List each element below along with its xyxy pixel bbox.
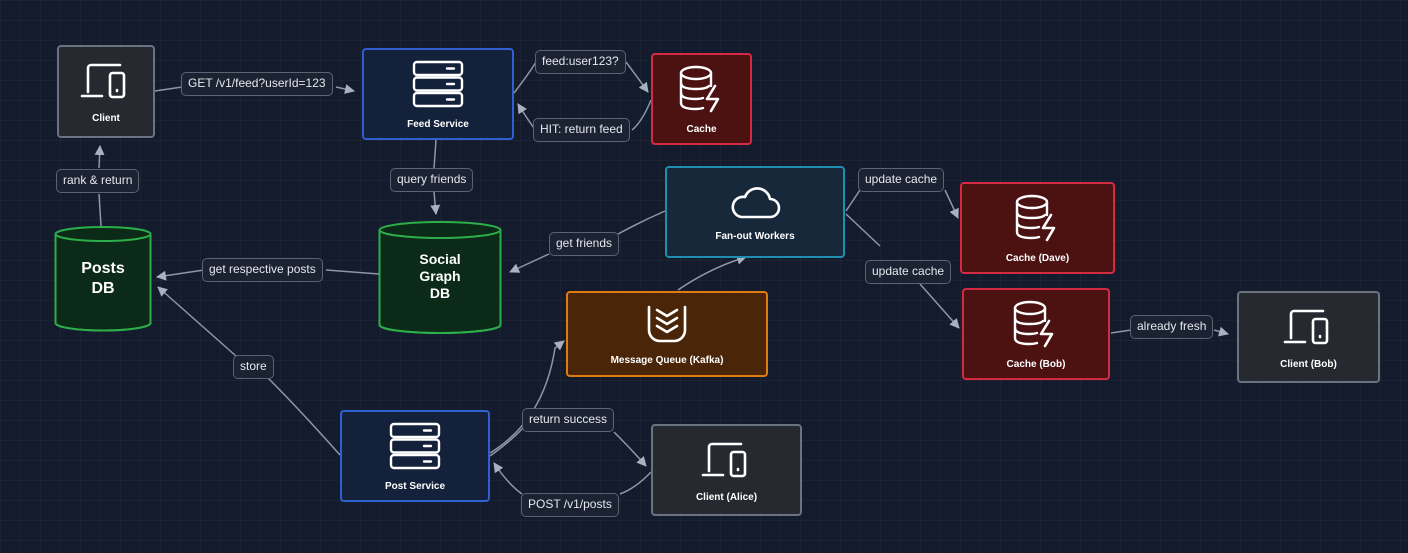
edge-label-update-cache-dave: update cache: [858, 168, 945, 192]
edge-label-return-success: return success: [522, 408, 615, 432]
database-cylinder-icon: [54, 226, 152, 332]
edge-label-hit-return: HIT: return feed: [533, 118, 630, 142]
cache-bob-label: Cache (Bob): [1006, 358, 1066, 370]
edge-label-post-posts: POST /v1/posts: [521, 493, 619, 517]
edge-get-feed: [154, 87, 354, 91]
social-graph-db-node[interactable]: Social Graph DB: [378, 221, 502, 335]
cloud-icon: [729, 183, 781, 226]
cache-dave-label: Cache (Dave): [1005, 252, 1070, 264]
posts-db-label: Posts DB: [81, 260, 125, 297]
client-alice-node[interactable]: Client (Alice): [651, 424, 802, 516]
posts-db-node[interactable]: Posts DB: [54, 226, 152, 332]
fanout-workers-node[interactable]: Fan-out Workers: [665, 166, 845, 258]
edge-update-dave: [845, 189, 958, 218]
edge-label-update-cache-bob: update cache: [865, 260, 952, 284]
edge-return-success: [489, 427, 646, 466]
feed-service-node[interactable]: Feed Service: [362, 48, 514, 140]
feed-service-label: Feed Service: [407, 118, 469, 130]
client-label: Client: [92, 113, 120, 124]
edge-update-bob: [845, 213, 959, 328]
social-graph-db-label: Social Graph DB: [419, 251, 461, 301]
post-service-node[interactable]: Post Service: [340, 410, 490, 502]
edge-get-friends: [510, 210, 666, 272]
client-alice-label: Client (Alice): [695, 491, 758, 503]
client-bob-label: Client (Bob): [1280, 358, 1337, 370]
edge-store: [158, 287, 341, 456]
client-node[interactable]: Client: [57, 45, 155, 138]
post-service-label: Post Service: [384, 480, 446, 492]
database-bolt-icon: [1014, 193, 1062, 248]
devices-icon: [80, 59, 132, 108]
client-bob-node[interactable]: Client (Bob): [1237, 291, 1380, 383]
edge-label-query-friends: query friends: [390, 168, 474, 192]
database-bolt-icon: [678, 64, 726, 119]
edge-post-posts: [494, 463, 652, 495]
cache-bob-node[interactable]: Cache (Bob): [962, 288, 1110, 380]
edge-get-posts: [157, 270, 380, 277]
cache-label: Cache: [686, 123, 717, 135]
database-bolt-icon: [1012, 299, 1060, 354]
message-queue-node[interactable]: Message Queue (Kafka): [566, 291, 768, 377]
edge-label-rank-return: rank & return: [56, 169, 140, 193]
edge-label-get-feed: GET /v1/feed?userId=123: [181, 72, 333, 96]
cache-dave-node[interactable]: Cache (Dave): [960, 182, 1115, 274]
edge-queue-workers: [677, 254, 747, 291]
server-icon: [388, 421, 442, 476]
edge-query-friends: [434, 139, 436, 214]
edge-label-feed-lookup: feed:user123?: [535, 50, 626, 74]
edge-label-store: store: [233, 355, 274, 379]
edge-feed-lookup: [513, 61, 648, 93]
database-cylinder-icon: [378, 221, 502, 334]
edge-queue: [489, 340, 565, 454]
fanout-workers-label: Fan-out Workers: [715, 230, 795, 242]
cache-node[interactable]: Cache: [651, 53, 752, 145]
devices-icon: [1283, 305, 1335, 354]
edge-already-fresh: [1110, 330, 1228, 334]
edge-label-get-posts: get respective posts: [202, 258, 323, 282]
devices-icon: [701, 438, 753, 487]
edge-hit-return: [518, 100, 652, 131]
edge-label-get-friends: get friends: [549, 232, 620, 256]
edge-rank-return: [99, 146, 101, 227]
queue-icon: [645, 303, 689, 350]
message-queue-label: Message Queue (Kafka): [610, 354, 724, 366]
server-icon: [411, 59, 465, 114]
edge-label-already-fresh: already fresh: [1130, 315, 1214, 339]
